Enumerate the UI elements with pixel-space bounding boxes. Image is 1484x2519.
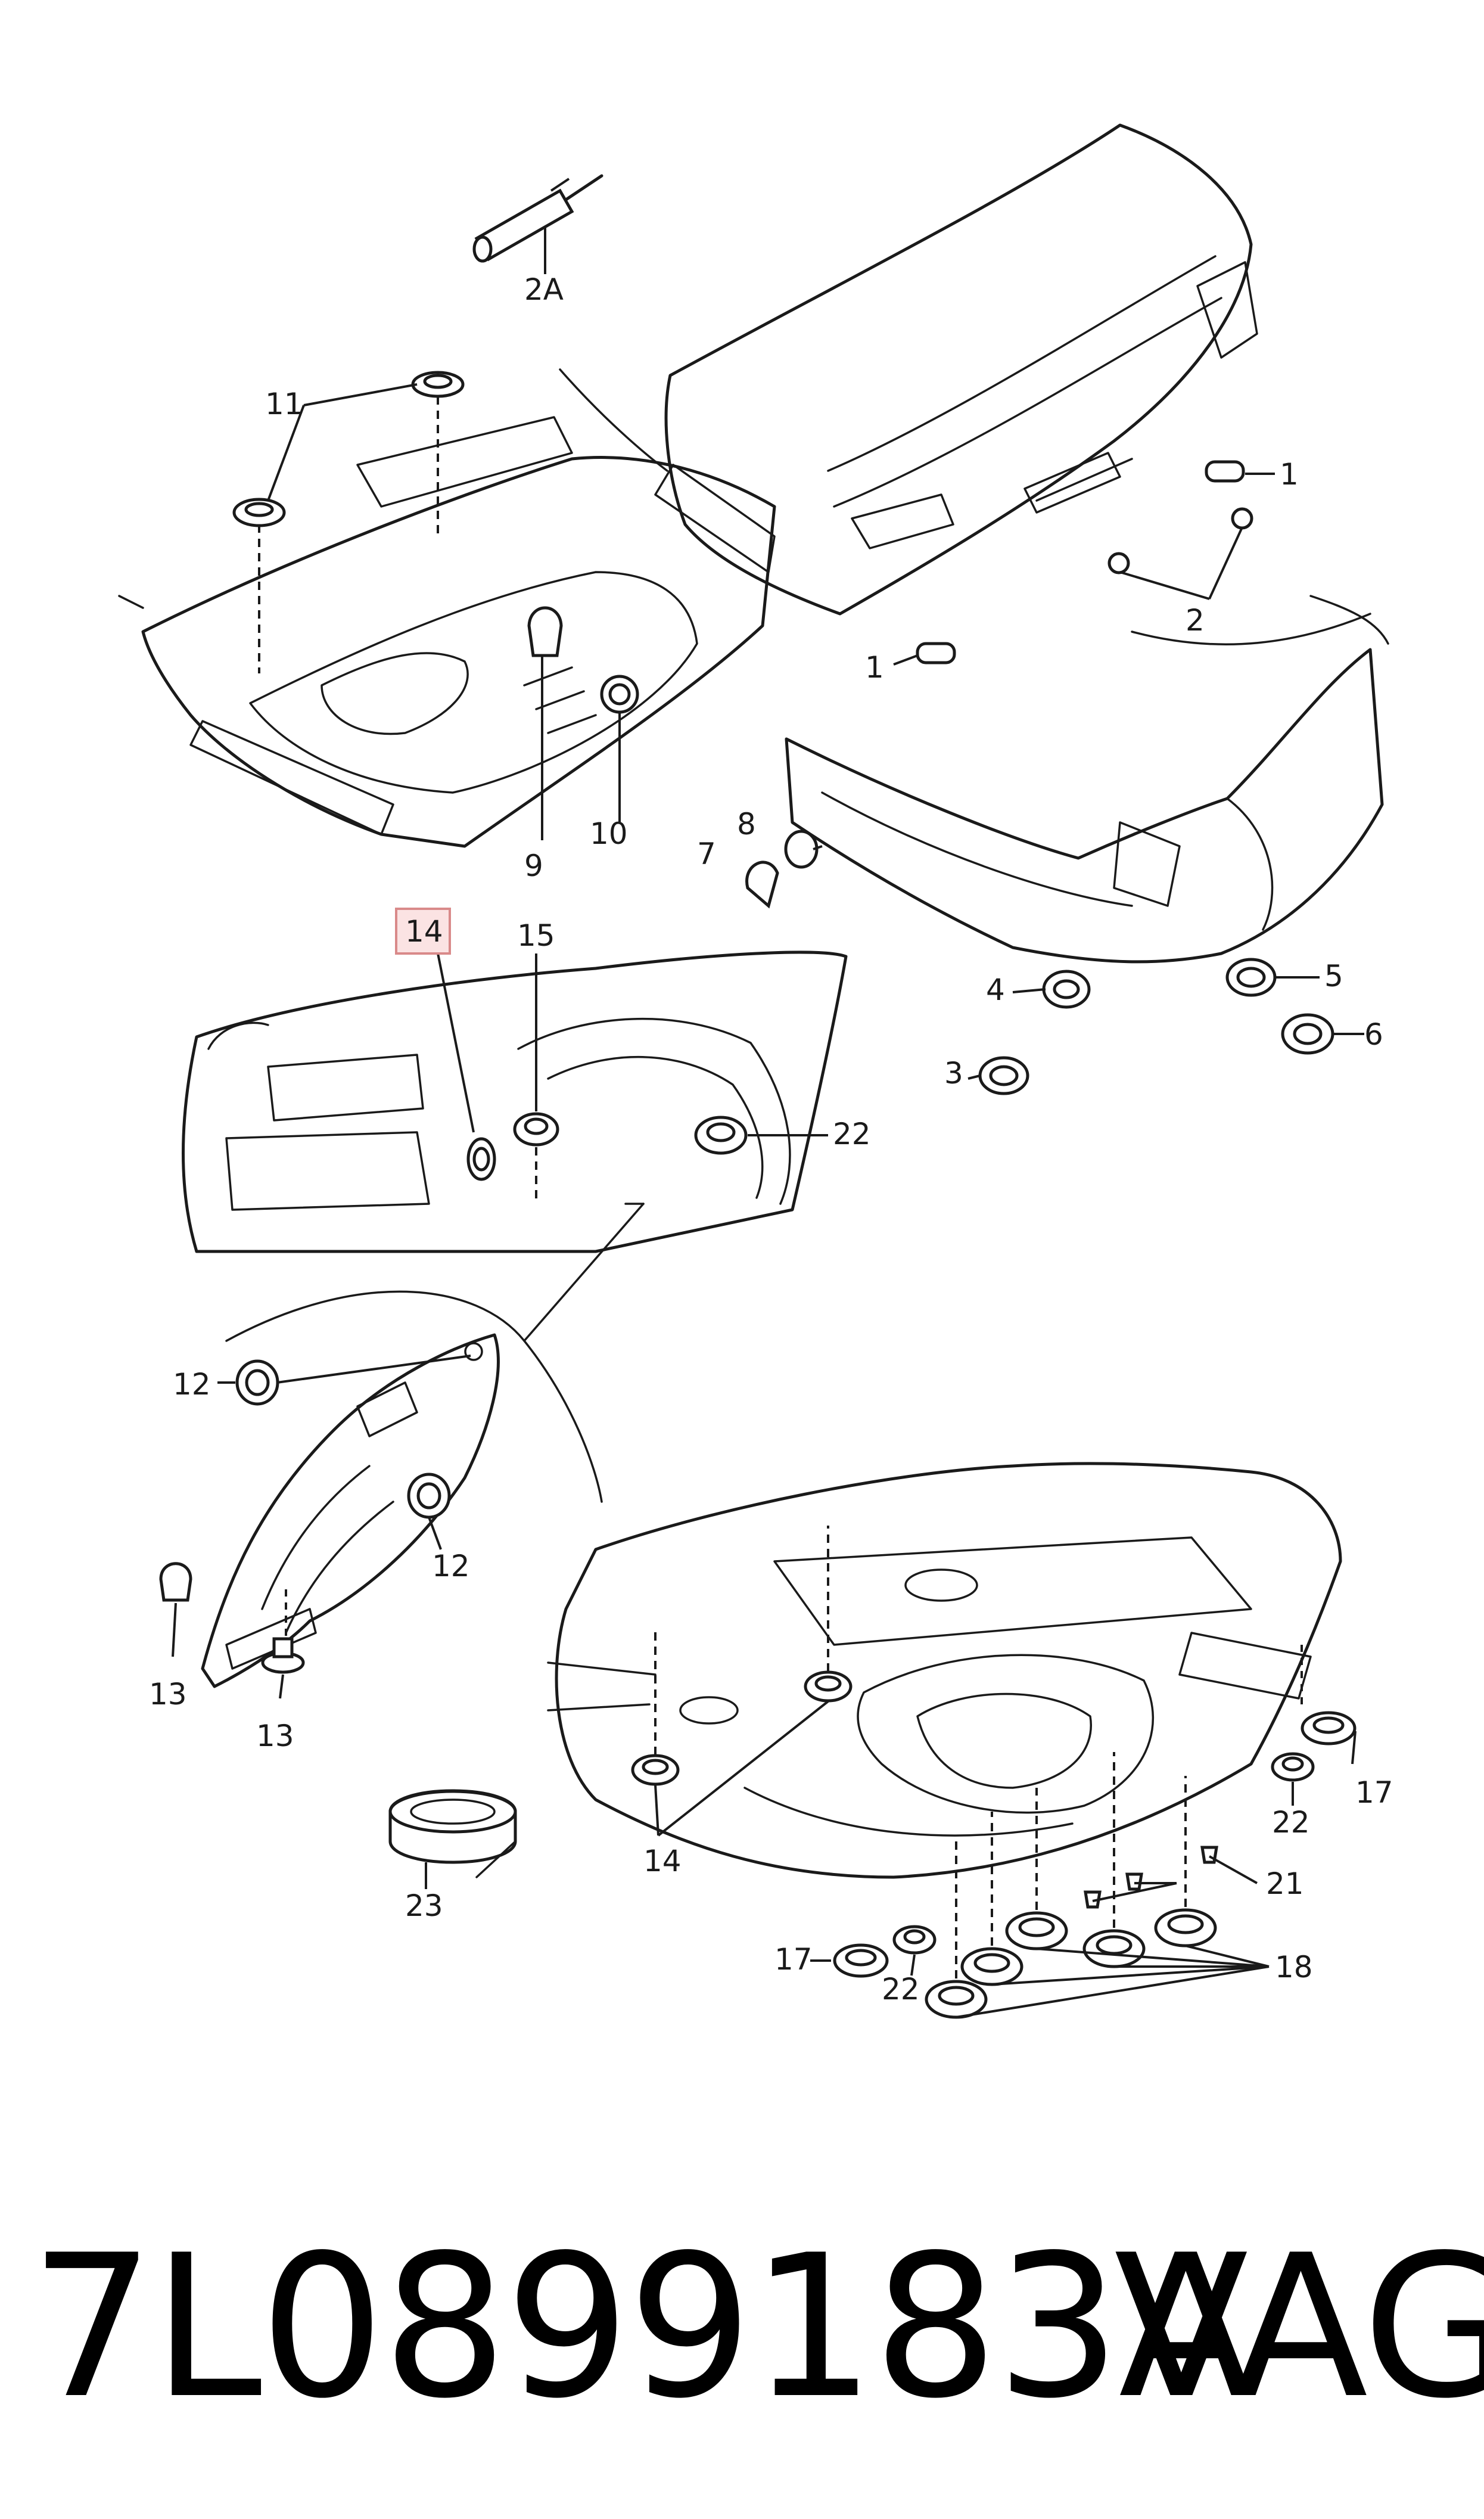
trunk-floor-plugs (232, 371, 639, 714)
label-4: 4 (986, 973, 1005, 1007)
side-arch-drawing (182, 951, 848, 1253)
detail-callout (225, 1203, 645, 1503)
label-8: 8 (737, 807, 756, 841)
label-3: 3 (944, 1056, 963, 1091)
label-14: 14 (643, 1844, 682, 1878)
label-14-highlighted: 14 (405, 914, 443, 949)
label-15: 15 (517, 918, 555, 953)
label-22: 22 (882, 1972, 920, 2006)
label-17: 17 (1355, 1775, 1393, 1810)
label-13: 13 (256, 1719, 294, 1753)
label-12: 12 (173, 1367, 211, 1402)
trunk-lid-drawing (664, 123, 1258, 616)
label-9: 9 (524, 849, 543, 883)
trunk-floor-drawing (118, 368, 776, 848)
label-11: 11 (265, 387, 303, 421)
label-17: 17 (774, 1942, 813, 1977)
leaders-top-right (544, 178, 1275, 666)
bumper-stop-parts (916, 460, 1253, 664)
punch-tool-icon (472, 174, 603, 263)
label-1: 1 (865, 650, 884, 685)
label-7: 7 (697, 837, 716, 871)
label-22: 22 (833, 1117, 871, 1151)
label-18: 18 (1275, 1950, 1313, 1984)
label-13: 13 (149, 1677, 187, 1712)
side-arch-plugs (466, 1112, 748, 1181)
label-1: 1 (1280, 457, 1299, 492)
leaders-middle-left (437, 953, 828, 1204)
tape-roll-icon (388, 1789, 517, 1889)
label-22: 22 (1272, 1805, 1310, 1840)
label-12: 12 (432, 1549, 470, 1583)
label-5: 5 (1324, 959, 1343, 993)
label-21: 21 (1266, 1866, 1304, 1901)
rear-panel-plugs (745, 830, 1334, 1095)
label-2a: 2A (524, 272, 564, 307)
label-2: 2 (1186, 603, 1205, 638)
part-number: 7L0899183A (30, 2213, 1253, 2442)
leaders-underbody (654, 1526, 1357, 2018)
rear-panel-drawing (785, 595, 1389, 964)
leaders-top-left (258, 383, 621, 840)
arch-detail-drawing (201, 1333, 500, 1688)
label-10: 10 (590, 816, 628, 851)
label-6: 6 (1364, 1017, 1383, 1052)
leaders-lower-left (172, 1355, 471, 1699)
label-23: 23 (405, 1889, 443, 1923)
underbody-plugs (631, 1670, 1357, 2019)
underbody-drawing (547, 1462, 1342, 1879)
part-labels: 1 1 2 2A 3 4 5 6 7 8 9 10 11 12 12 13 13… (149, 272, 1393, 2006)
brand-name: VAG (1114, 2213, 1484, 2442)
arch-detail-plugs (159, 1359, 451, 1674)
leaders-right-middle (813, 845, 1364, 1080)
highlight-box-14 (395, 908, 451, 955)
